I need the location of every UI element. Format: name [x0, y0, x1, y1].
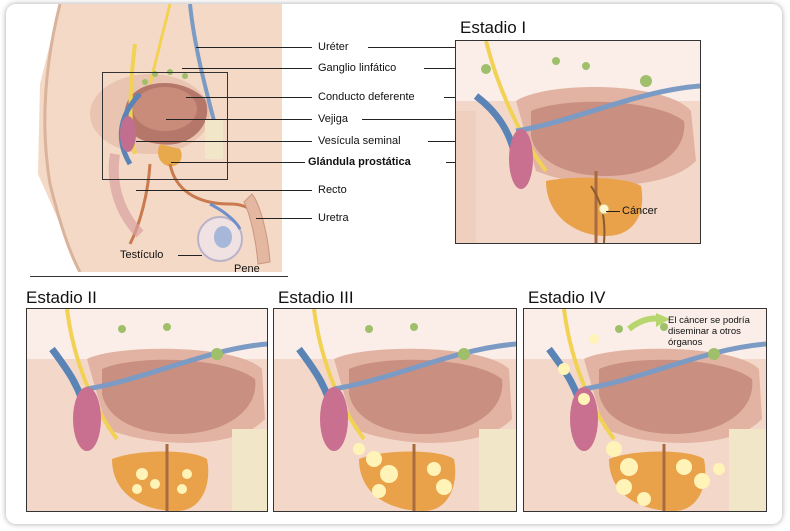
urethra-label: Uretra: [318, 212, 349, 224]
stage-1-panel: Cáncer: [455, 40, 701, 244]
separator-line: [30, 276, 288, 277]
leader-line-lymph-node: [182, 68, 312, 69]
stage-2-panel: [26, 308, 268, 512]
stage-1-illustration: [456, 41, 700, 243]
stage-4-panel: El cáncer se podría diseminar a otros ór…: [523, 308, 767, 512]
stage-2-illustration: [27, 309, 267, 511]
seminal-vesicle-label: Vesícula seminal: [318, 135, 401, 147]
leader-line-testicle: [178, 255, 202, 256]
stage-2-title: Estadio II: [26, 288, 97, 308]
leader-line-urethra: [256, 218, 312, 219]
stage-3-illustration: [274, 309, 516, 511]
testicle-label: Testículo: [120, 249, 163, 261]
stage-4-title: Estadio IV: [528, 288, 606, 308]
leader-line-ureter-right: [368, 47, 468, 48]
stage-4-note: El cáncer se podría diseminar a otros ór…: [668, 315, 764, 348]
ureter-label: Uréter: [318, 41, 349, 53]
stage-3-title: Estadio III: [278, 288, 354, 308]
zoom-region-box: [102, 72, 228, 180]
leader-line-rectum: [136, 190, 312, 191]
rectum-label: Recto: [318, 184, 347, 196]
cancer-label: Cáncer: [622, 205, 657, 217]
penis-label: Pene: [234, 263, 260, 275]
lymph-node-label: Ganglio linfático: [318, 62, 396, 74]
leader-line-prostate: [171, 162, 305, 163]
leader-line-ureter: [196, 47, 312, 48]
stage-3-panel: [273, 308, 517, 512]
leader-line-cancer: [606, 211, 620, 212]
bladder-label: Vejiga: [318, 113, 348, 125]
leader-line-vas-deferens: [186, 97, 312, 98]
leader-line-bladder: [166, 119, 312, 120]
figure-frame: Uréter Ganglio linfático Conducto defere…: [6, 4, 782, 524]
prostate-label: Glándula prostática: [308, 156, 411, 168]
anatomy-overview-panel: [20, 4, 282, 272]
vas-deferens-label: Conducto deferente: [318, 91, 415, 103]
stage-1-title: Estadio I: [460, 18, 526, 38]
leader-line-seminal-vesicle: [136, 141, 312, 142]
